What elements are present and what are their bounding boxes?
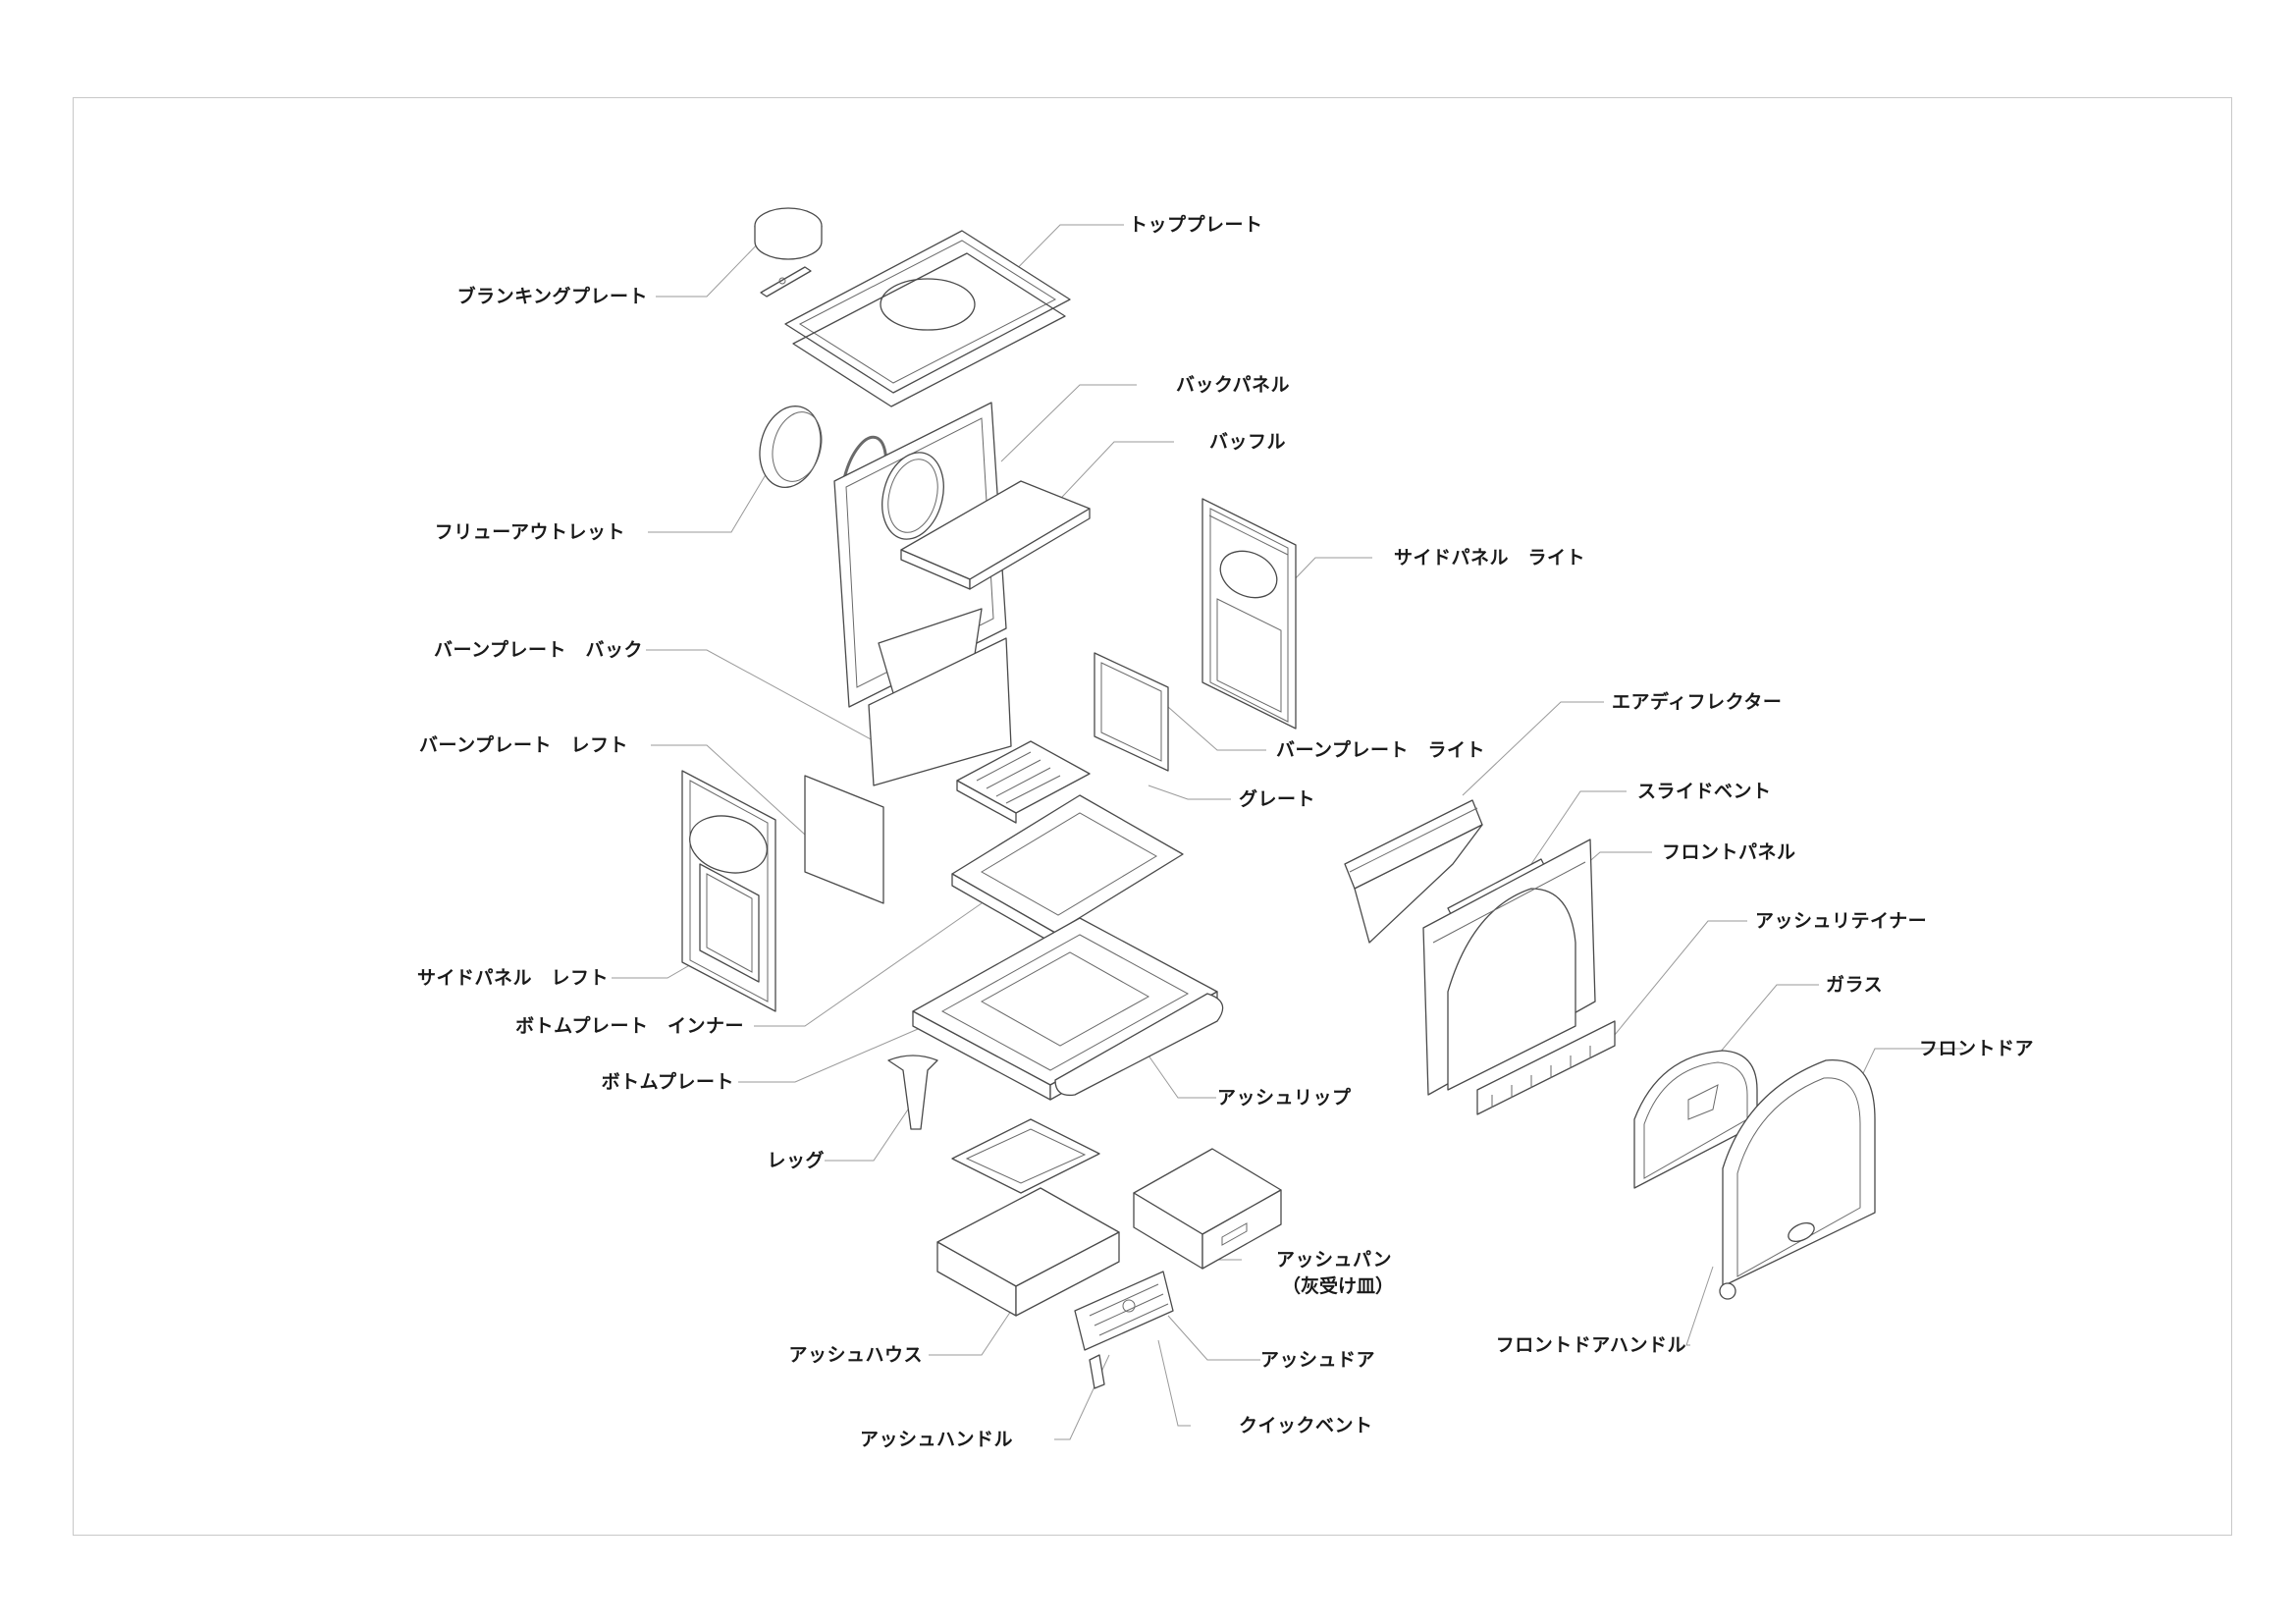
label-bottom-plate-inner: ボトムプレート インナー [515, 1015, 744, 1037]
front-panel [1422, 839, 1596, 1096]
top-plate [784, 230, 1071, 407]
bottom-plate-inner [951, 794, 1184, 946]
ash-house [936, 1187, 1120, 1317]
ash-house-top [951, 1118, 1100, 1194]
label-leg: レッグ [767, 1150, 825, 1171]
label-grate: グレート [1239, 788, 1316, 810]
label-flue-outlet: フリューアウトレット [434, 521, 625, 543]
label-ash-handle: アッシュハンドル [859, 1429, 1013, 1450]
burn-plate-right [1094, 652, 1169, 772]
leg [887, 1055, 938, 1130]
ash-pan [1133, 1148, 1282, 1270]
label-front-door-handle: フロントドアハンドル [1495, 1334, 1686, 1356]
label-ash-door: アッシュドア [1260, 1349, 1376, 1371]
blanking-plate [754, 207, 823, 298]
burn-plate-left [804, 775, 884, 904]
label-bottom-plate: ボトムプレート [601, 1071, 734, 1093]
bottom-plate [912, 917, 1218, 1101]
grate [956, 740, 1091, 824]
label-top-plate: トッププレート [1129, 214, 1263, 236]
side-panel-left [681, 770, 776, 1012]
label-slide-vent: スライドベント [1637, 781, 1772, 802]
air-deflector [1344, 799, 1483, 944]
baffle [900, 480, 1091, 590]
label-side-panel-left: サイドパネル レフト [416, 967, 609, 989]
label-ash-lip: アッシュリップ [1217, 1087, 1352, 1109]
label-side-panel-right: サイドパネル ライト [1394, 547, 1586, 568]
label-quick-vent: クイックベント [1239, 1415, 1373, 1436]
label-baffle: バッフル [1209, 431, 1287, 453]
label-burn-plate-left: バーンプレート レフト [419, 734, 628, 756]
label-ash-retainer: アッシュリテイナー [1755, 910, 1928, 932]
label-burn-plate-right: バーンプレート ライト [1276, 739, 1485, 761]
front-door [1719, 1059, 1876, 1300]
ash-handle [1089, 1354, 1105, 1389]
label-ash-house: アッシュハウス [788, 1344, 923, 1366]
label-air-deflector: エアディフレクター [1612, 691, 1783, 713]
glass [1633, 1050, 1758, 1189]
label-ash-pan: アッシュパン [1276, 1249, 1392, 1271]
ash-door [1074, 1271, 1174, 1351]
drawing-frame [73, 97, 2232, 1536]
label-front-door: フロントドア [1919, 1038, 2035, 1059]
ash-lip [1054, 993, 1224, 1097]
label-front-panel: フロントパネル [1662, 841, 1796, 863]
ash-retainer [1476, 1020, 1616, 1115]
label-glass: ガラス [1826, 974, 1884, 996]
label-back-panel: バックパネル [1176, 374, 1291, 396]
label-blanking-plate: ブランキングプレート [456, 286, 648, 307]
label-burn-plate-back: バーンプレート バック [434, 639, 643, 661]
side-panel-right [1201, 498, 1297, 730]
label-ash-pan-sub: （灰受け皿） [1282, 1275, 1395, 1297]
burn-plate-back [868, 608, 1012, 786]
